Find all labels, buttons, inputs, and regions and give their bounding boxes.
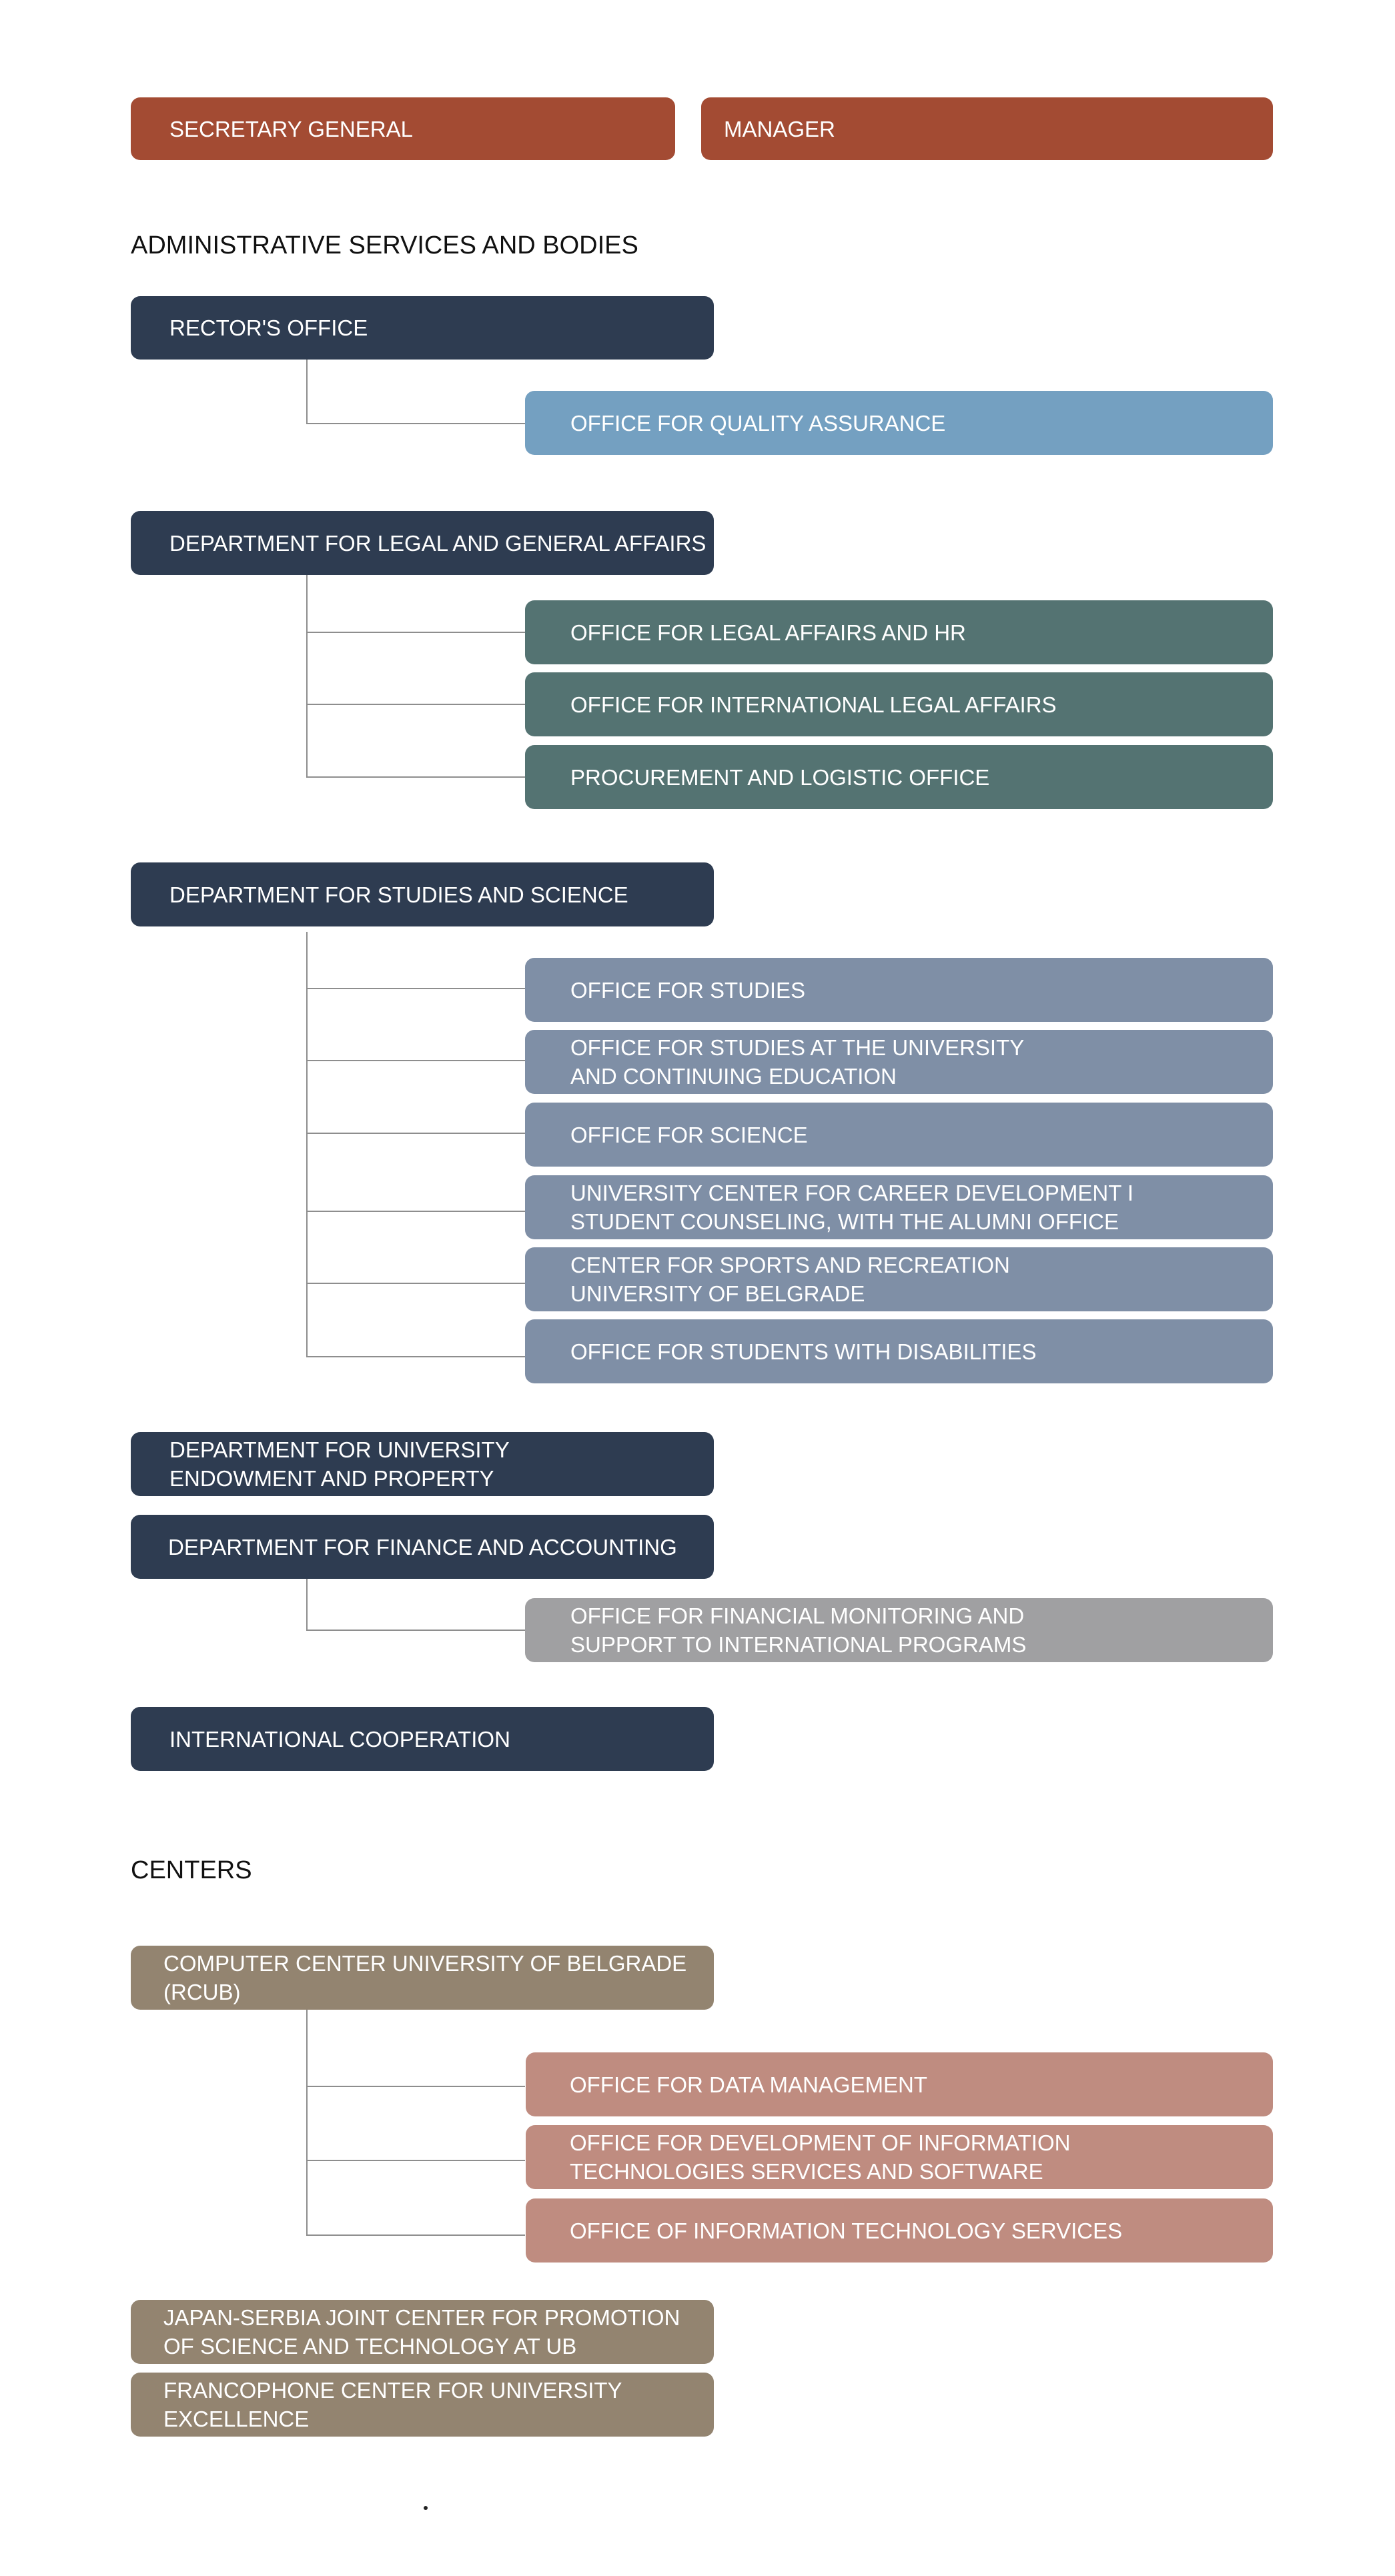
finance-connector-vertical [306, 1579, 308, 1630]
science-office-box: OFFICE FOR SCIENCE [525, 1103, 1273, 1167]
studies-department-label: DEPARTMENT FOR STUDIES AND SCIENCE [169, 882, 628, 907]
legal-connector-2 [306, 704, 525, 705]
it-development-office-label: OFFICE FOR DEVELOPMENT OF INFORMATION TE… [570, 2130, 1071, 2184]
disabilities-office-label: OFFICE FOR STUDENTS WITH DISABILITIES [570, 1339, 1037, 1364]
francophone-center-label: FRANCOPHONE CENTER FOR UNIVERSITY EXCELL… [163, 2378, 622, 2431]
studies-office-label: OFFICE FOR STUDIES [570, 977, 806, 1003]
finance-department-box: DEPARTMENT FOR FINANCE AND ACCOUNTING [131, 1515, 714, 1579]
legal-connector-3 [306, 776, 525, 778]
studies-connector-4 [306, 1211, 525, 1212]
legal-connector-1 [306, 632, 525, 633]
studies-connector-2 [306, 1060, 525, 1061]
studies-connector-3 [306, 1133, 525, 1134]
rectors-connector-vertical [306, 360, 308, 424]
studies-connector-5 [306, 1283, 525, 1284]
it-development-office-box: OFFICE FOR DEVELOPMENT OF INFORMATION TE… [526, 2125, 1273, 2189]
international-cooperation-label: INTERNATIONAL COOPERATION [169, 1726, 510, 1752]
international-legal-office-label: OFFICE FOR INTERNATIONAL LEGAL AFFAIRS [570, 692, 1057, 717]
legal-connector-vertical [306, 575, 308, 777]
endowment-department-label: DEPARTMENT FOR UNIVERSITY ENDOWMENT AND … [169, 1437, 510, 1491]
science-office-label: OFFICE FOR SCIENCE [570, 1122, 808, 1147]
sports-recreation-center-label: CENTER FOR SPORTS AND RECREATION UNIVERS… [570, 1253, 1010, 1306]
quality-assurance-office-box: OFFICE FOR QUALITY ASSURANCE [525, 391, 1273, 455]
legal-affairs-hr-office-box: OFFICE FOR LEGAL AFFAIRS AND HR [525, 600, 1273, 664]
rectors-office-box: RECTOR'S OFFICE [131, 296, 714, 360]
manager-label: MANAGER [724, 116, 835, 141]
rcub-connector-3 [306, 2234, 525, 2236]
career-development-center-label: UNIVERSITY CENTER FOR CAREER DEVELOPMENT… [570, 1181, 1134, 1234]
studies-connector-vertical [306, 932, 308, 1357]
disabilities-office-box: OFFICE FOR STUDENTS WITH DISABILITIES [525, 1319, 1273, 1383]
international-legal-office-box: OFFICE FOR INTERNATIONAL LEGAL AFFAIRS [525, 672, 1273, 736]
japan-serbia-center-label: JAPAN-SERBIA JOINT CENTER FOR PROMOTION … [163, 2305, 680, 2359]
studies-office-box: OFFICE FOR STUDIES [525, 958, 1273, 1022]
sports-recreation-center-box: CENTER FOR SPORTS AND RECREATION UNIVERS… [525, 1247, 1273, 1311]
legal-department-label: DEPARTMENT FOR LEGAL AND GENERAL AFFAIRS [169, 530, 707, 556]
stray-dot [424, 2506, 428, 2510]
rcub-connector-2 [306, 2160, 525, 2161]
data-management-office-box: OFFICE FOR DATA MANAGEMENT [526, 2052, 1273, 2116]
continuing-education-office-box: OFFICE FOR STUDIES AT THE UNIVERSITY AND… [525, 1030, 1273, 1094]
legal-department-box: DEPARTMENT FOR LEGAL AND GENERAL AFFAIRS [131, 511, 714, 575]
legal-affairs-hr-office-label: OFFICE FOR LEGAL AFFAIRS AND HR [570, 620, 966, 645]
financial-monitoring-office-box: OFFICE FOR FINANCIAL MONITORING AND SUPP… [525, 1598, 1273, 1662]
studies-connector-1 [306, 988, 525, 989]
admin-heading: ADMINISTRATIVE SERVICES AND BODIES [131, 231, 638, 259]
manager-box: MANAGER [701, 97, 1273, 160]
international-cooperation-box: INTERNATIONAL COOPERATION [131, 1707, 714, 1771]
francophone-center-box: FRANCOPHONE CENTER FOR UNIVERSITY EXCELL… [131, 2373, 714, 2437]
it-services-office-label: OFFICE OF INFORMATION TECHNOLOGY SERVICE… [570, 2218, 1123, 2243]
studies-connector-6 [306, 1356, 525, 1357]
secretary-general-box: SECRETARY GENERAL [131, 97, 675, 160]
finance-department-label: DEPARTMENT FOR FINANCE AND ACCOUNTING [168, 1534, 677, 1559]
financial-monitoring-office-label: OFFICE FOR FINANCIAL MONITORING AND SUPP… [570, 1603, 1027, 1657]
procurement-office-label: PROCUREMENT AND LOGISTIC OFFICE [570, 764, 990, 790]
secretary-general-label: SECRETARY GENERAL [169, 116, 413, 141]
rectors-office-label: RECTOR'S OFFICE [169, 315, 368, 340]
rectors-connector-1 [306, 423, 525, 424]
endowment-department-box: DEPARTMENT FOR UNIVERSITY ENDOWMENT AND … [131, 1432, 714, 1496]
rcub-box: COMPUTER CENTER UNIVERSITY OF BELGRADE (… [131, 1946, 714, 2010]
centers-heading: CENTERS [131, 1856, 252, 1884]
continuing-education-office-label: OFFICE FOR STUDIES AT THE UNIVERSITY AND… [570, 1035, 1025, 1089]
finance-connector-1 [306, 1630, 525, 1631]
rcub-label: COMPUTER CENTER UNIVERSITY OF BELGRADE (… [163, 1951, 687, 2004]
studies-department-box: DEPARTMENT FOR STUDIES AND SCIENCE [131, 862, 714, 926]
career-development-center-box: UNIVERSITY CENTER FOR CAREER DEVELOPMENT… [525, 1175, 1273, 1239]
rcub-connector-1 [306, 2086, 525, 2087]
data-management-office-label: OFFICE FOR DATA MANAGEMENT [570, 2072, 927, 2097]
quality-assurance-office-label: OFFICE FOR QUALITY ASSURANCE [570, 410, 946, 436]
japan-serbia-center-box: JAPAN-SERBIA JOINT CENTER FOR PROMOTION … [131, 2300, 714, 2364]
rcub-connector-vertical [306, 2010, 308, 2235]
it-services-office-box: OFFICE OF INFORMATION TECHNOLOGY SERVICE… [526, 2198, 1273, 2263]
procurement-office-box: PROCUREMENT AND LOGISTIC OFFICE [525, 745, 1273, 809]
